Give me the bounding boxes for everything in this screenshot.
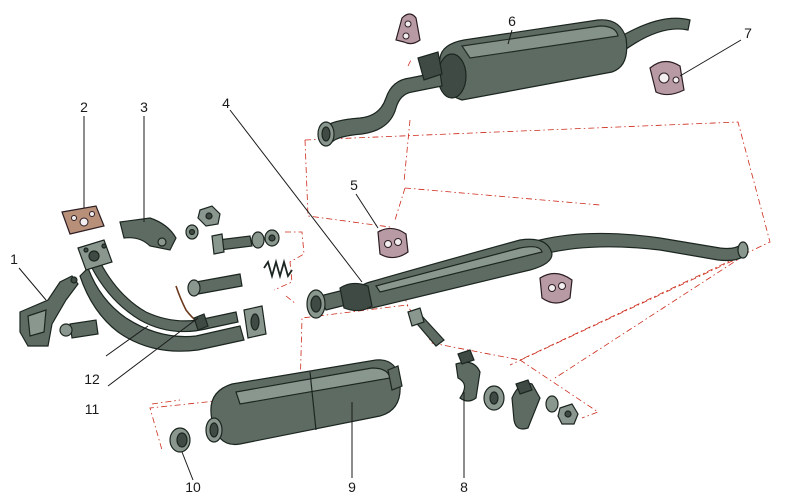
rubber-hanger-front: [539, 272, 573, 304]
leader-lines: [18, 29, 742, 481]
callout-10: 10: [185, 479, 201, 495]
callout-7: 7: [744, 25, 752, 41]
callout-3: 3: [140, 99, 148, 115]
callout-11: 11: [85, 401, 100, 417]
callout-4: 4: [222, 95, 230, 111]
clamp-set-8: [455, 349, 579, 430]
rubber-hanger-5: [377, 227, 409, 259]
fasteners-upper: [185, 205, 280, 255]
rubber-hanger-7: [649, 60, 685, 96]
seal-ring-10: [169, 427, 191, 453]
clamp-bracket-3: [119, 217, 177, 251]
callout-8: 8: [460, 479, 468, 495]
intermediate-pipe: [306, 232, 749, 319]
callout-1: 1: [10, 251, 18, 267]
front-downpipe: [77, 239, 267, 352]
catalytic-converter: [205, 359, 403, 446]
mounting-bracket-1: [19, 275, 99, 347]
callout-2: 2: [80, 99, 88, 115]
callout-6: 6: [508, 13, 516, 29]
callout-9: 9: [348, 479, 356, 495]
gasket-2: [61, 205, 105, 235]
callout-labels: 1 2 3 4 5 6 7 8 9 10 11 12: [10, 13, 752, 495]
callout-5: 5: [350, 177, 358, 193]
callout-12: 12: [84, 371, 100, 387]
oxygen-sensor: [175, 285, 209, 331]
rear-muffler: [317, 17, 691, 147]
joint-bolt: [407, 307, 445, 347]
muffler-hanger-top: [395, 13, 421, 45]
spring-and-bolt: [187, 258, 293, 297]
